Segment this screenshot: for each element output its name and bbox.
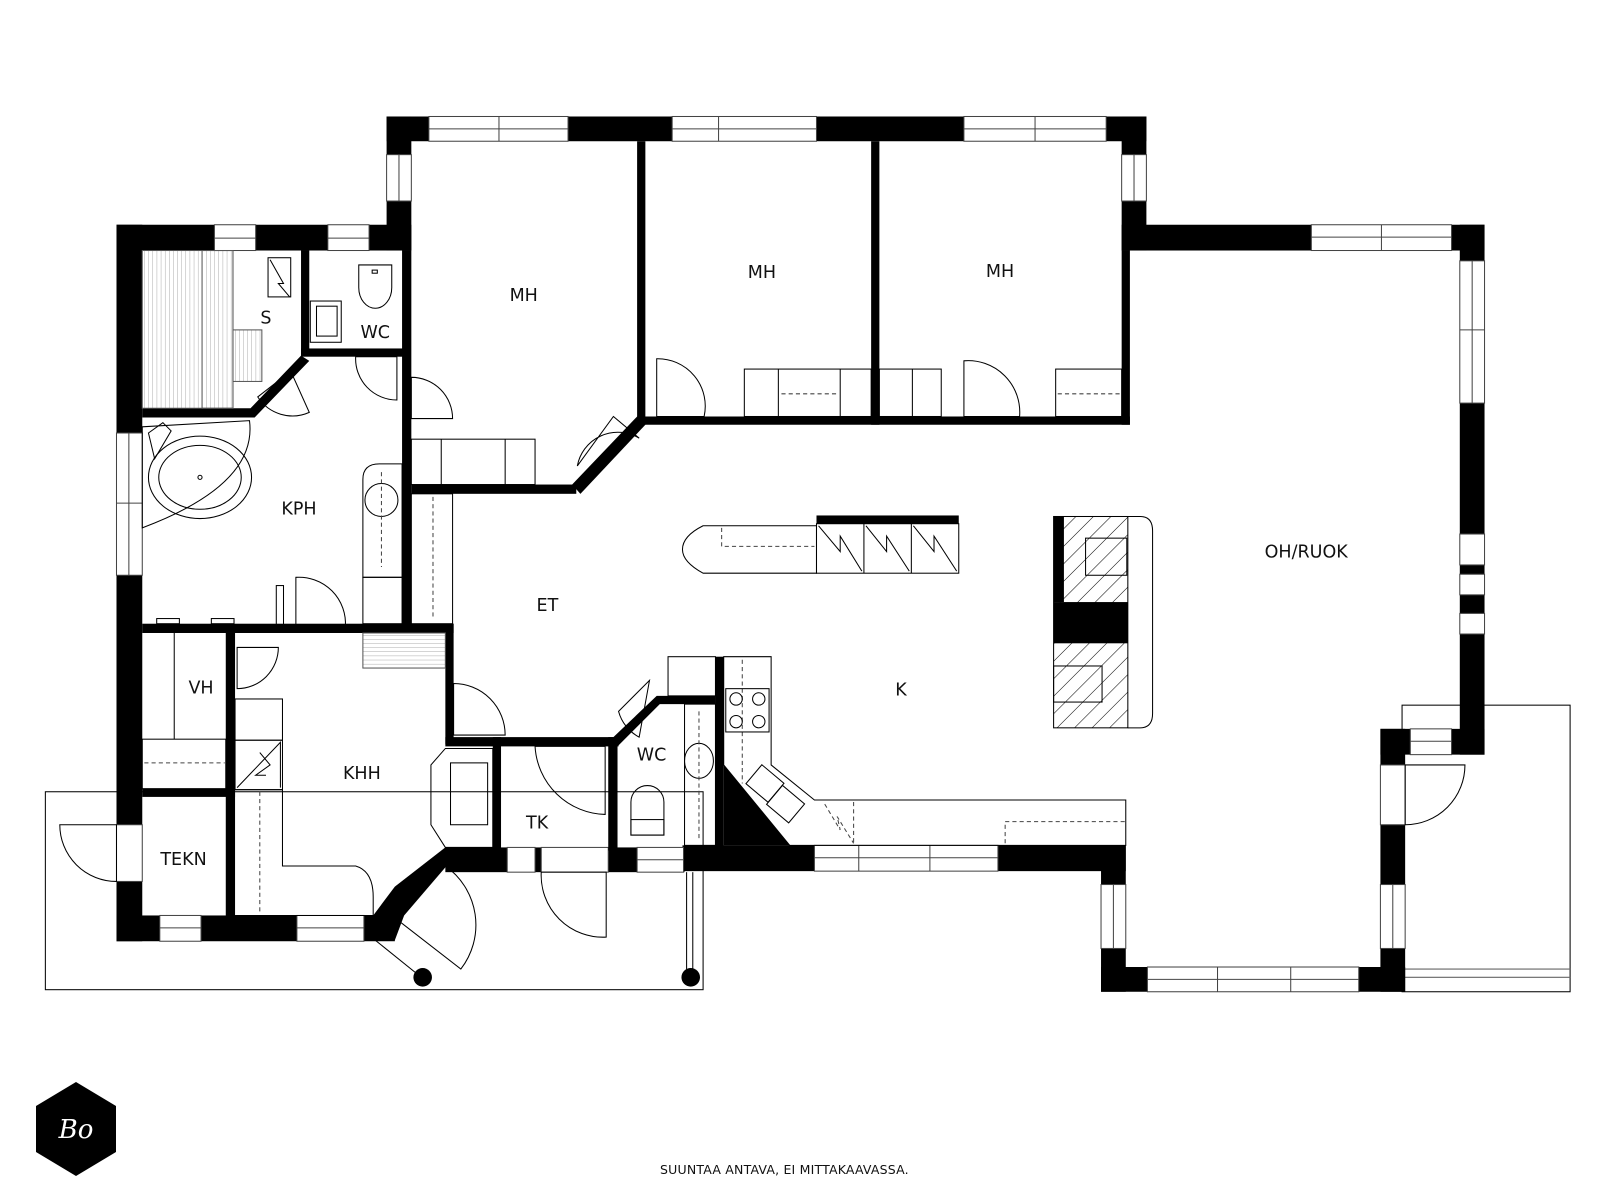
room-labels: S WC MH MH MH KPH ET OH/RUOK K VH KHH WC… — [159, 262, 1348, 870]
room-label-k: K — [895, 681, 907, 701]
room-label-kph: KPH — [281, 499, 316, 519]
doors — [59, 356, 1466, 987]
room-label-oh-ruok: OH/RUOK — [1265, 543, 1349, 563]
wc-fixtures-2 — [630, 703, 716, 846]
room-label-mh: MH — [748, 263, 776, 283]
room-label-khh: KHH — [343, 764, 381, 784]
room-label-wc: WC — [637, 746, 667, 766]
brand-logo: Bo — [36, 1082, 116, 1176]
bedroom-closets — [743, 368, 1123, 418]
disclaimer-text: SUUNTAA ANTAVA, EI MITTAKAAVASSA. — [660, 1162, 909, 1177]
room-label-s: S — [260, 309, 271, 329]
room-label-et: ET — [537, 596, 559, 616]
room-label-tekn: TEKN — [159, 850, 206, 870]
khh-fixtures — [141, 632, 494, 916]
room-label-tk: TK — [525, 814, 549, 834]
kph-faucets — [156, 585, 285, 626]
wc-fixtures-1 — [309, 264, 393, 343]
sauna-benches — [141, 249, 292, 409]
room-label-mh: MH — [986, 262, 1014, 282]
kitchen-island — [681, 515, 960, 574]
et-closets — [362, 438, 536, 669]
kph-sink — [362, 463, 403, 625]
terrace-left — [44, 791, 704, 991]
fireplace — [1053, 515, 1154, 729]
logo-text: Bo — [58, 1115, 94, 1145]
windows — [115, 115, 1486, 993]
bathtub — [141, 420, 253, 529]
room-label-vh: VH — [188, 679, 213, 699]
room-label-mh: MH — [510, 286, 538, 306]
kitchen-counter — [667, 656, 1127, 846]
room-label-wc: WC — [360, 323, 390, 343]
